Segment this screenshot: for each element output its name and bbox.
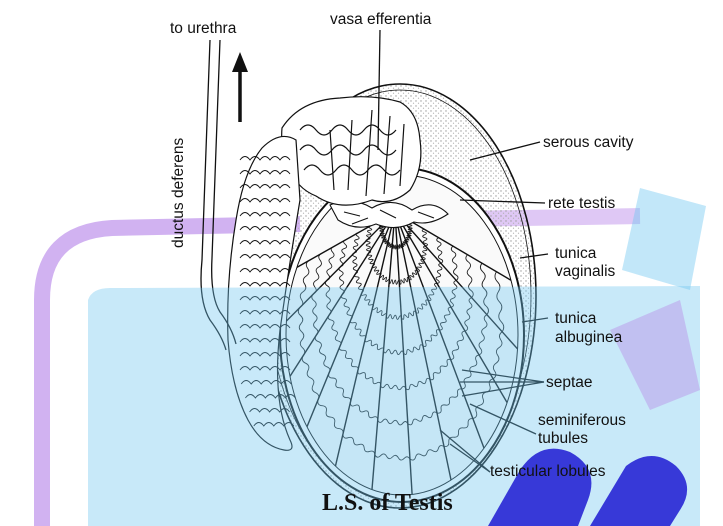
label-vasa-efferentia: vasa efferentia bbox=[330, 11, 432, 28]
label-to-urethra: to urethra bbox=[170, 20, 237, 37]
label-tunica-albuginea-1: tunica bbox=[555, 310, 597, 327]
label-rete-testis: rete testis bbox=[548, 195, 615, 212]
label-septae: septae bbox=[546, 374, 593, 391]
label-tunica-vaginalis-1: tunica bbox=[555, 245, 597, 262]
label-tunica-albuginea-2: albuginea bbox=[555, 329, 623, 346]
label-serous-cavity: serous cavity bbox=[543, 134, 634, 151]
label-seminiferous-2: tubules bbox=[538, 430, 588, 447]
caption: L.S. of Testis bbox=[322, 490, 453, 516]
label-testicular-lobules: testicular lobules bbox=[490, 463, 606, 480]
label-seminiferous-1: seminiferous bbox=[538, 412, 626, 429]
label-ductus-deferens: ductus deferens bbox=[170, 137, 187, 248]
urethra-arrow bbox=[232, 52, 248, 122]
label-tunica-vaginalis-2: vaginalis bbox=[555, 263, 616, 280]
